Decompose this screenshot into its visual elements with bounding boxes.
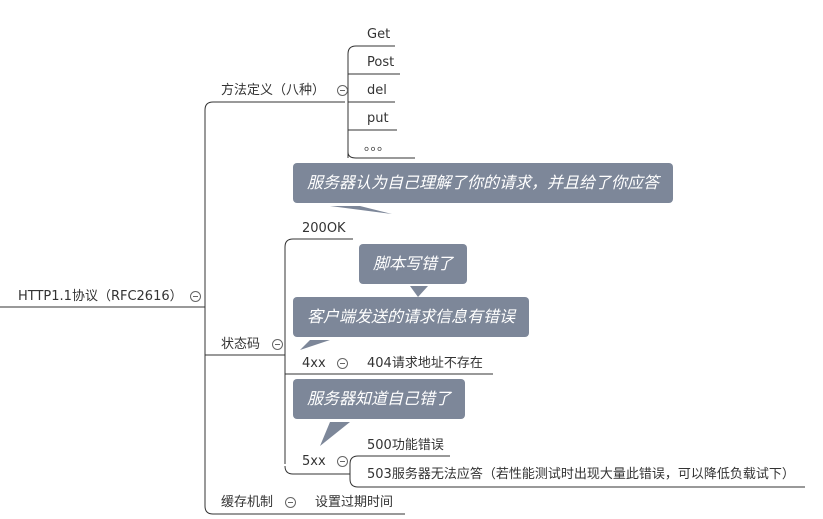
status-500[interactable]: 500功能错误 [367, 438, 444, 453]
collapse-toggle-cache[interactable] [285, 497, 296, 508]
method-put[interactable]: put [367, 111, 389, 126]
method-del[interactable]: del [367, 83, 387, 98]
cache-node[interactable]: 缓存机制 [221, 495, 274, 510]
method-get[interactable]: Get [367, 27, 391, 42]
collapse-toggle-root[interactable] [190, 291, 201, 302]
status-node[interactable]: 状态码 [221, 337, 261, 352]
methods-node[interactable]: 方法定义（八种） [221, 83, 326, 98]
callout-200ok-note: 服务器认为自己理解了你的请求，并且给了你应答 [293, 163, 674, 203]
status-4xx[interactable]: 4xx [302, 356, 326, 371]
status-200ok[interactable]: 200OK [302, 221, 346, 236]
collapse-toggle-status[interactable] [272, 339, 283, 350]
cache-expiry[interactable]: 设置过期时间 [315, 495, 394, 510]
status-404[interactable]: 404请求地址不存在 [367, 356, 483, 371]
callout-script-note: 脚本写错了 [359, 244, 468, 284]
status-503[interactable]: 503服务器无法应答（若性能测试时出现大量此错误，可以降低负载试下） [367, 467, 795, 482]
callout-5xx-note: 服务器知道自己错了 [293, 379, 466, 419]
collapse-toggle-5xx[interactable] [337, 456, 348, 467]
collapse-toggle-4xx[interactable] [337, 358, 348, 369]
root-node[interactable]: HTTP1.1协议（RFC2616） [18, 289, 183, 304]
method-post[interactable]: Post [367, 55, 395, 70]
method-more[interactable]: 。。。 [364, 139, 391, 154]
status-5xx[interactable]: 5xx [302, 454, 326, 469]
collapse-toggle-methods[interactable] [337, 85, 348, 96]
callout-4xx-note: 客户端发送的请求信息有错误 [293, 297, 530, 337]
